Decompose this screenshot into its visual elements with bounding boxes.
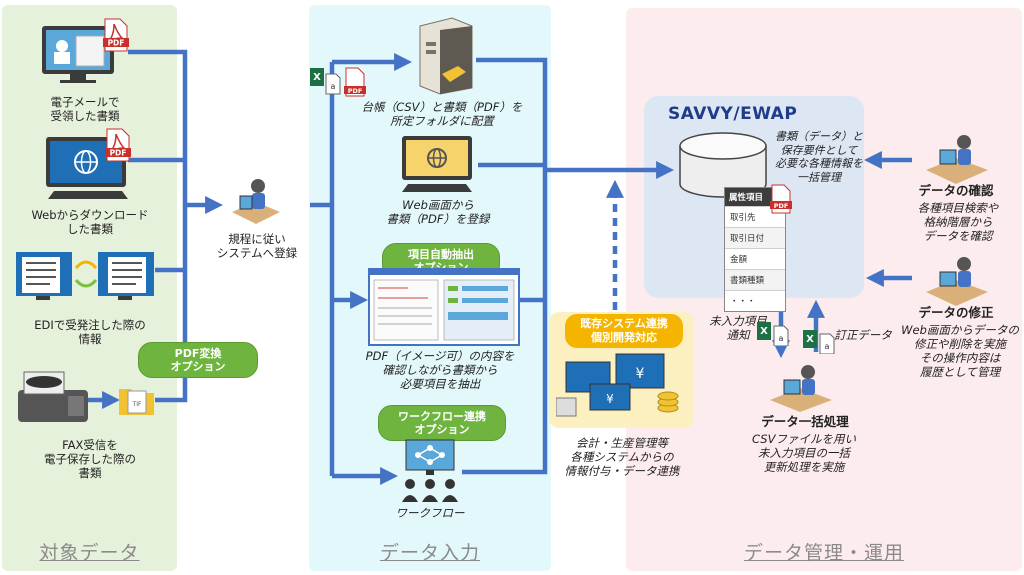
person-registering-icon	[232, 179, 280, 224]
label-manage-desc: 書類（データ）と 保存要件として 必要な各種情報を 一括管理	[775, 130, 863, 184]
svg-text:a: a	[331, 82, 336, 91]
label-workflow: ワークフロー	[395, 506, 465, 520]
extraction-screen-icon	[368, 268, 520, 346]
arrow-email	[128, 49, 188, 205]
svg-text:¥: ¥	[606, 392, 614, 406]
csv-file-icon-unentered: X a	[757, 322, 789, 346]
svg-text:PDF: PDF	[110, 149, 127, 158]
panel-title-data-input: データ入力	[379, 542, 480, 564]
edi-exchange-icon	[16, 252, 154, 300]
svg-text:PDF: PDF	[108, 39, 125, 48]
svg-text:X: X	[806, 334, 814, 345]
existing-system-pill: 既存システム連携 個別開発対応	[565, 314, 683, 348]
batch-title: データ一括処理	[761, 414, 849, 429]
label-email: 電子メールで 受領した書類	[50, 95, 120, 123]
label-confirm-desc: 各種項目検索や 格納階層から データを確認	[917, 201, 999, 243]
pdf-icon-web: PDF	[105, 128, 131, 162]
arrow-fax-up	[155, 205, 188, 403]
label-folder-place: 台帳（CSV）と書類（PDF）を 所定フォルダに配置	[361, 100, 523, 128]
svg-text:a: a	[825, 342, 830, 351]
workflow-option-pill: ワークフロー連携 オプション	[378, 405, 506, 441]
pdf-icon: PDF	[103, 18, 129, 52]
attribute-row: 取引先	[725, 206, 785, 227]
panel-title-target-data: 対象データ	[39, 542, 140, 564]
folder-tif-icon: TIF	[119, 389, 154, 415]
svg-text:X: X	[313, 72, 321, 83]
svg-text:X: X	[760, 326, 768, 337]
svg-text:PDF: PDF	[774, 202, 789, 210]
label-corrected: 訂正データ	[834, 328, 892, 342]
label-extract-desc: PDF（イメージ可）の内容を 確認しながら書類から 必要項目を抽出	[365, 349, 515, 391]
attribute-row: 取引日付	[725, 227, 785, 248]
pdf-conversion-option-pill: PDF変換 オプション	[138, 342, 258, 378]
savvy-ewap-logo: SAVVY/EWAP	[668, 104, 798, 124]
label-unentered: 未入力項目 通知	[709, 314, 767, 342]
attribute-row: 書類種類	[725, 269, 785, 290]
label-modify-desc: Web画面からデータの 修正や削除を実施 その操作内容は 履歴として管理	[901, 323, 1019, 379]
svg-text:PDF: PDF	[348, 87, 363, 95]
csv-pdf-files-icon: X a PDF	[310, 67, 366, 97]
attribute-row: ・・・	[725, 290, 785, 311]
existing-system-pill-text: 既存システム連携 個別開発対応	[580, 317, 668, 344]
file-server-icon	[419, 17, 473, 95]
label-fax: FAX受信を 電子保存した際の 書類	[44, 438, 136, 480]
confirm-title: データの確認	[918, 183, 994, 198]
person-confirm-icon	[926, 135, 988, 184]
attribute-row: 金額	[725, 248, 785, 269]
svg-text:a: a	[779, 334, 784, 343]
csv-file-icon-corrected: X a	[803, 330, 835, 354]
label-batch-desc: CSVファイルを用い 未入力項目の一括 更新処理を実施	[752, 432, 856, 474]
modify-title: データの修正	[918, 305, 994, 320]
label-register: 規程に従い システムへ登録	[216, 232, 298, 260]
person-batch-icon	[770, 365, 832, 412]
workflow-icon	[402, 439, 458, 502]
label-edi: EDIで受発注した際の 情報	[34, 318, 146, 346]
person-modify-icon	[926, 257, 988, 306]
panel-title-data-management: データ管理・運用	[743, 542, 904, 564]
mid-merge-right	[462, 57, 548, 475]
label-web-register: Web画面から 書類（PDF）を登録	[386, 198, 490, 226]
svg-text:¥: ¥	[636, 366, 645, 382]
label-system-desc: 会計・生産管理等 各種システムからの 情報付与・データ連携	[564, 436, 680, 478]
label-web-download: Webからダウンロード した書類	[31, 208, 149, 236]
web-register-computer-icon	[402, 136, 472, 192]
fax-machine-icon	[18, 371, 88, 422]
svg-text:TIF: TIF	[132, 401, 142, 408]
email-computer-icon	[42, 26, 114, 83]
pdf-icon-attr: PDF	[770, 184, 792, 214]
business-systems-icon: ¥ ¥	[556, 353, 679, 417]
